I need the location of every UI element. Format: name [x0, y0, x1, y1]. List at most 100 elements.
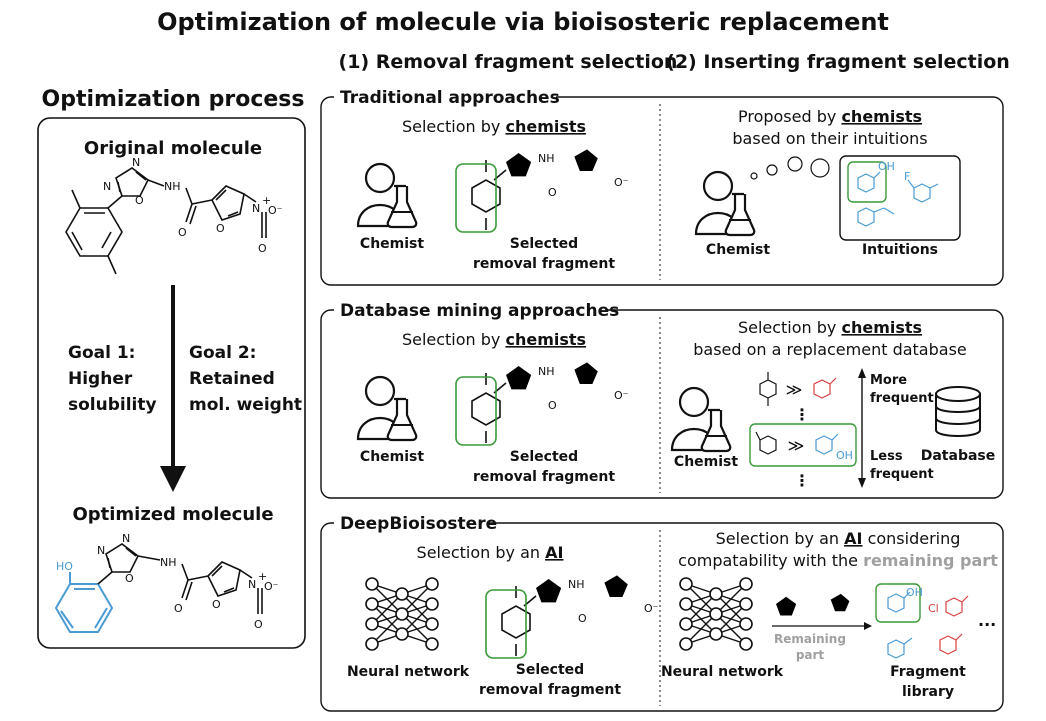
frequency-arrow-head [858, 368, 866, 378]
atom-o: O [178, 226, 187, 239]
removal-fragment-label: removal fragment [479, 682, 621, 698]
goal2-line2: Retained [189, 369, 275, 389]
intuitions-label: Intuitions [862, 242, 938, 258]
row2-left-caption: Selection by chemists [402, 330, 586, 349]
atom-o: O [258, 242, 267, 255]
much-greater-symbol: ≫ [788, 436, 805, 455]
remaining-part-molecule [776, 593, 857, 617]
selected-label: Selected [510, 236, 578, 252]
selected-label: Selected [516, 662, 584, 678]
atom-o: O [254, 618, 263, 631]
optimized-molecule [54, 543, 263, 633]
atom-o-minus: O⁻ [614, 176, 629, 189]
optimized-molecule-label: Optimized molecule [72, 504, 273, 525]
header-inserting: (2) Inserting fragment selection [666, 51, 1010, 73]
thought-bubble [750, 172, 758, 180]
more-frequent-2: frequent [870, 391, 934, 406]
chemist-label: Chemist [674, 454, 738, 470]
atom-nh: NH [568, 578, 585, 591]
remaining-arrow-head [864, 622, 872, 630]
fragment-highlight [485, 589, 527, 659]
atom-oh: OH [836, 449, 853, 462]
atom-nh: NH [160, 556, 177, 569]
atom-o: O [578, 612, 587, 625]
header-removal: (1) Removal fragment selection [339, 51, 678, 73]
atom-cl: Cl [928, 602, 939, 615]
row2-right-line1: Selection by chemists [738, 318, 922, 337]
row-title-database: Database mining approaches [340, 301, 619, 321]
row-traditional-box [320, 96, 1004, 286]
row3-right-line2: compatability with the remaining part [678, 551, 998, 570]
process-panel [37, 117, 306, 649]
db-fragment-row2 [755, 431, 839, 455]
removal-fragment-molecule [471, 362, 607, 443]
library-fragments [887, 591, 969, 659]
neural-network-icon [679, 577, 753, 651]
much-greater-symbol: ≫ [786, 380, 803, 399]
goal2-line1: Goal 2: [189, 343, 256, 363]
more-frequent-1: More [870, 373, 907, 388]
goal1-line2: Higher [68, 369, 133, 389]
chemist-label: Chemist [360, 449, 424, 465]
atom-nh: NH [164, 180, 181, 193]
atom-o: O [212, 598, 221, 611]
goal1-line1: Goal 1: [68, 343, 135, 363]
chemist-icon [356, 162, 418, 229]
row-database-box [320, 309, 1004, 499]
less-frequent-2: frequent [870, 467, 934, 482]
fragment-highlight [455, 163, 497, 233]
row1-right-line1: Proposed by chemists [738, 107, 922, 126]
row1-left-caption: Selection by chemists [402, 117, 586, 136]
removal-fragment-label: removal fragment [473, 256, 615, 272]
neural-network-label: Neural network [661, 664, 784, 680]
selected-label: Selected [510, 449, 578, 465]
atom-plus: + [262, 194, 271, 207]
fragment-highlight [455, 376, 497, 446]
row1-right-line2: based on their intuitions [732, 129, 927, 148]
atom-nh: NH [538, 152, 555, 165]
figure-title: Optimization of molecule via bioisosteri… [157, 8, 889, 36]
atom-o-minus: O⁻ [268, 204, 283, 217]
row-title-deep: DeepBioisostere [340, 514, 497, 534]
intuition-fragment [857, 171, 939, 227]
database-icon [935, 386, 981, 437]
ellipsis: ... [978, 611, 996, 630]
atom-oh: OH [878, 160, 895, 173]
atom-o: O [216, 222, 225, 235]
arrow-head [160, 466, 186, 492]
row-title-traditional: Traditional approaches [340, 88, 560, 108]
goal2-line3: mol. weight [189, 395, 302, 415]
database-label: Database [921, 448, 996, 464]
neural-network-icon [365, 577, 439, 651]
original-molecule-label: Original molecule [84, 138, 262, 159]
atom-o: O [135, 194, 144, 207]
original-molecule [65, 167, 267, 275]
thought-bubble [766, 164, 778, 176]
fragment-highlight [847, 161, 887, 203]
atom-plus: + [258, 570, 267, 583]
atom-n: N [248, 578, 256, 591]
db-fragment-row1 [759, 372, 837, 406]
thought-bubble [810, 158, 830, 178]
atom-o: O [174, 602, 183, 615]
vertical-dots: ⋮ [794, 405, 810, 424]
atom-o: O [548, 399, 557, 412]
atom-n: N [122, 532, 130, 545]
chemist-icon [694, 170, 756, 237]
atom-ho: HO [56, 560, 73, 573]
frequency-arrow-head [858, 478, 866, 488]
atom-oh: OH [906, 586, 923, 599]
chemist-icon [356, 375, 418, 442]
atom-o-minus: O⁻ [614, 389, 629, 402]
atom-o: O [548, 186, 557, 199]
remaining-label-2: part [796, 648, 825, 662]
atom-o-minus: O⁻ [264, 580, 279, 593]
remaining-label-1: Remaining [774, 632, 846, 646]
atom-f: F [904, 170, 910, 183]
atom-o: O [125, 572, 134, 585]
chemist-icon [670, 386, 732, 453]
atom-n: N [97, 544, 105, 557]
atom-n: N [103, 180, 111, 193]
row-deep-box [320, 522, 1004, 712]
